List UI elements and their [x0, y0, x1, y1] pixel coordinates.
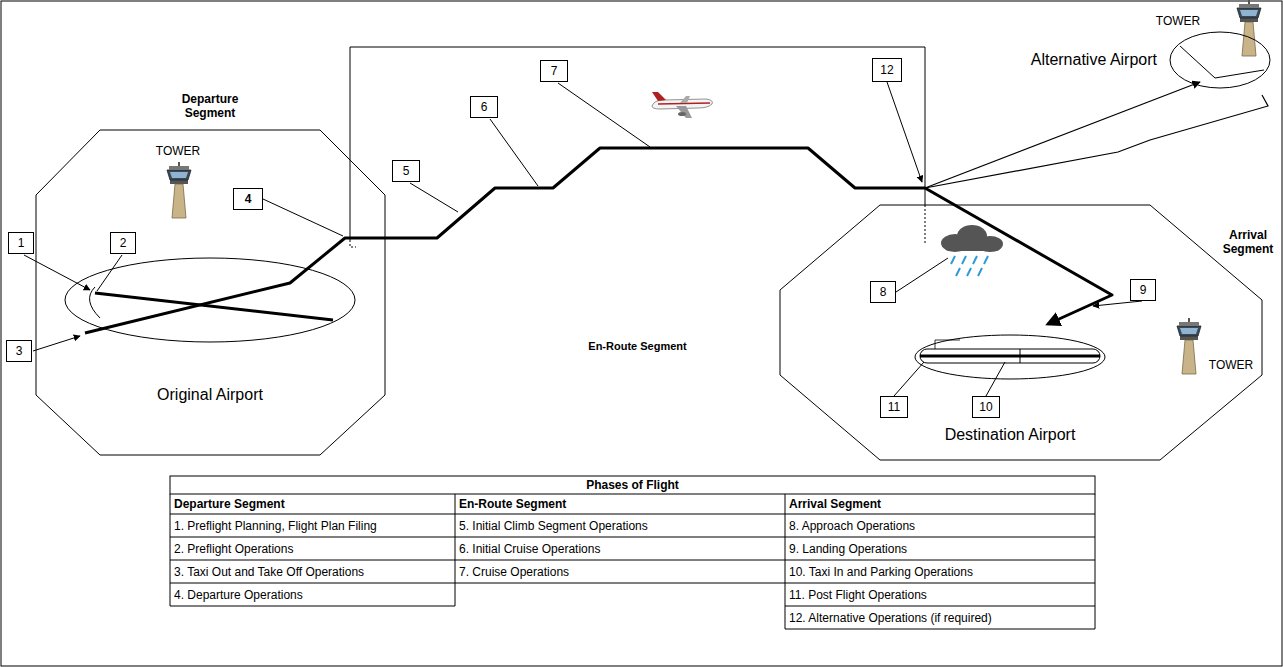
segment-region: 5 6 7 12En-Route Segment: [350, 47, 925, 367]
airport-ellipse: [65, 258, 355, 342]
airport-name: Destination Airport: [910, 425, 1110, 444]
octagon-outline: [36, 130, 385, 455]
table-cell: 3. Taxi Out and Take Off Operations: [174, 565, 452, 579]
callout-number: 4: [233, 188, 263, 210]
callout-text: 11: [888, 400, 900, 414]
callout-text: 3: [16, 344, 23, 358]
tower-label: TOWER: [1148, 14, 1208, 28]
runway: [1215, 70, 1264, 78]
table-cell: 1. Preflight Planning, Flight Plan Filin…: [174, 519, 452, 533]
segment-heading: En-Route Segment: [560, 340, 715, 353]
table-cell: 11. Post Flight Operations: [789, 588, 1091, 602]
callout-text: 5: [403, 164, 410, 178]
tower-icon: [1177, 318, 1201, 374]
table-title: Phases of Flight: [170, 478, 1095, 492]
runway: [920, 355, 1100, 358]
rain-cloud: [941, 225, 1003, 276]
callout-number: 6: [470, 96, 498, 118]
segment-heading: Arrival Segment: [1218, 228, 1278, 257]
segment-heading: Departure Segment: [170, 92, 250, 121]
callout-text: 6: [481, 100, 488, 114]
taxiway: [935, 340, 960, 349]
table-cell: 9. Landing Operations: [789, 542, 1091, 556]
table-cell: 8. Approach Operations: [789, 519, 1091, 533]
callout-text: 9: [1140, 283, 1147, 297]
callout-text: 4: [245, 192, 252, 206]
table-cell: 7. Cruise Operations: [459, 565, 781, 579]
callout-number: 10: [972, 396, 1000, 418]
region-outline: [1170, 32, 1270, 88]
callout-number: 8: [870, 281, 896, 303]
callout-text: 10: [979, 400, 992, 414]
callout-text: 7: [551, 64, 558, 78]
airport-inner-arc: [90, 287, 100, 318]
region-outline: [36, 130, 385, 455]
region-outline: [780, 205, 1262, 460]
runway: [95, 293, 333, 320]
airport-ellipse: Alternative Airport: [1170, 32, 1270, 88]
callout-number: 1: [8, 232, 34, 254]
region-outline: [350, 47, 925, 367]
airport-ellipse: [915, 335, 1105, 379]
callout-text: 12: [880, 63, 893, 77]
alternative-path: [925, 82, 1200, 188]
callout-number: 12: [872, 58, 902, 82]
table-header: Arrival Segment: [789, 497, 1089, 511]
table-cell: 6. Initial Cruise Operations: [459, 542, 781, 556]
phases-table: [170, 476, 1095, 629]
callout-number: 7: [540, 60, 568, 82]
tower-icon: [1237, 0, 1261, 56]
callout-text: 8: [880, 285, 887, 299]
alternative-return-path: [925, 95, 1268, 188]
table-cell: 12. Alternative Operations (if required): [789, 611, 1091, 625]
airport-name: Original Airport: [110, 385, 310, 404]
leader-lines: [24, 82, 1142, 396]
segment-region: 1234Departure SegmentOriginal Airport: [36, 130, 385, 455]
table-cell: 5. Initial Climb Segment Operations: [459, 519, 781, 533]
callout-number: 9: [1130, 279, 1156, 301]
table-header: Departure Segment: [174, 497, 449, 511]
airport-name: Alternative Airport: [992, 50, 1157, 69]
table-cell: 2. Preflight Operations: [174, 542, 452, 556]
rect-outline: [350, 47, 925, 240]
callout-text: 2: [120, 236, 127, 250]
table-header: En-Route Segment: [459, 497, 779, 511]
tower-icon: [167, 162, 191, 218]
octagon-outline: [780, 205, 1262, 460]
segment-region: 891011Arrival SegmentDestination Airport: [780, 205, 1262, 460]
runway: [1180, 46, 1215, 78]
runway-outline: [920, 349, 1100, 363]
callout-number: 2: [110, 232, 136, 254]
callout-number: 3: [6, 340, 32, 362]
table-cell: 10. Taxi In and Parking Operations: [789, 565, 1091, 579]
tower-label: TOWER: [1203, 358, 1259, 372]
ellipse-outline: [1170, 32, 1270, 88]
airplane: [652, 92, 712, 118]
callout-text: 1: [18, 236, 25, 250]
callout-number: 5: [392, 160, 420, 182]
table-cell: 4. Departure Operations: [174, 588, 452, 602]
callout-number: 11: [880, 396, 908, 418]
runway-mark: [1020, 349, 1021, 363]
tower-label: TOWER: [148, 144, 208, 158]
